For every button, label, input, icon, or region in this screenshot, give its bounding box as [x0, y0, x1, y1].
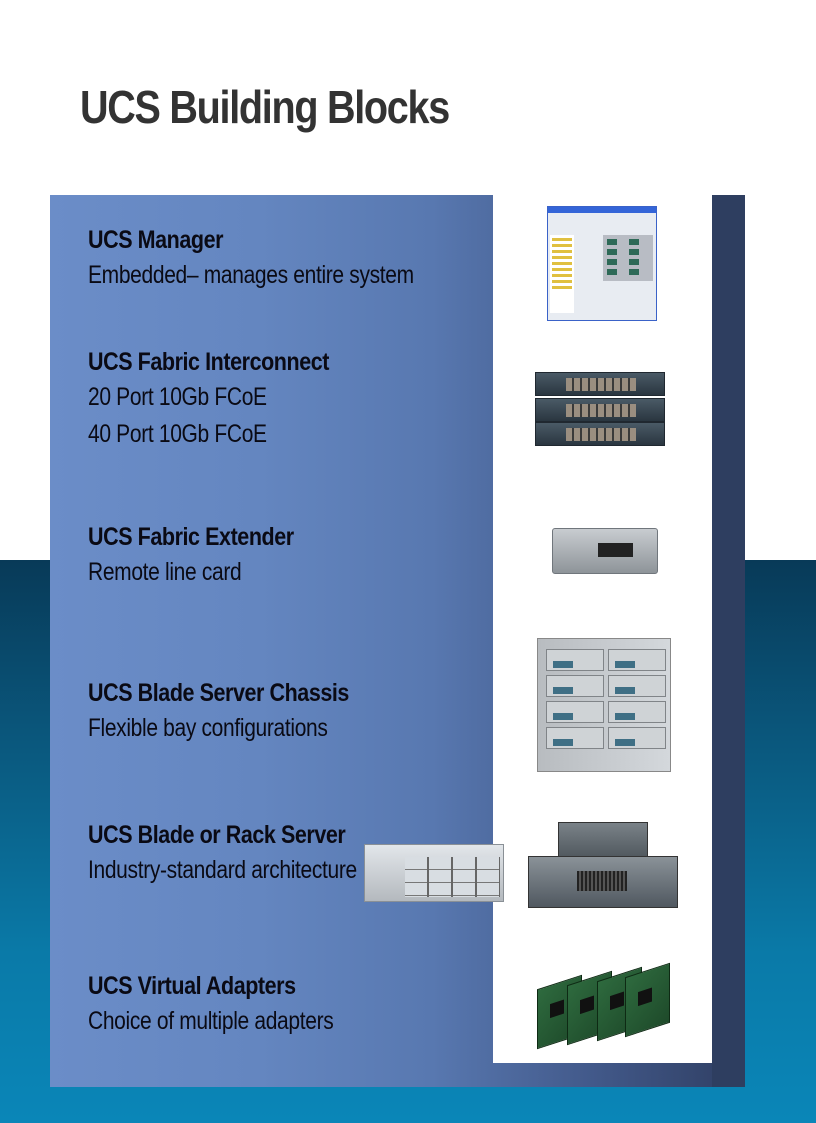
blade-server-chassis-image: [537, 638, 671, 772]
block-heading: UCS Fabric Interconnect: [88, 348, 330, 376]
panel-dark-strip: [712, 195, 745, 1087]
block-blade-server-chassis: UCS Blade Server Chassis Flexible bay co…: [88, 676, 391, 747]
block-heading: UCS Blade or Rack Server: [88, 821, 346, 849]
block-description: 20 Port 10Gb FCoE: [88, 383, 267, 411]
block-blade-or-rack-server: UCS Blade or Rack Server Industry-standa…: [88, 818, 408, 889]
block-heading: UCS Fabric Extender: [88, 523, 294, 551]
block-virtual-adapters: UCS Virtual Adapters Choice of multiple …: [88, 969, 380, 1040]
block-heading: UCS Blade Server Chassis: [88, 679, 349, 707]
block-heading: UCS Manager: [88, 226, 224, 254]
image-column: [493, 195, 712, 1063]
virtual-adapters-image: [537, 962, 672, 1050]
blade-servers-image: [528, 822, 678, 912]
rack-server-image: [364, 844, 504, 902]
block-heading: UCS Virtual Adapters: [88, 972, 296, 1000]
block-description: Industry-standard architecture: [88, 856, 357, 884]
block-description: Flexible bay configurations: [88, 714, 328, 742]
fabric-extender-image: [552, 528, 658, 574]
ucs-manager-screenshot-image: [547, 206, 657, 321]
block-description: Embedded– manages entire system: [88, 261, 414, 289]
block-description: Remote line card: [88, 558, 242, 586]
fabric-interconnect-image: [535, 370, 670, 450]
block-fabric-interconnect: UCS Fabric Interconnect 20 Port 10Gb FCo…: [88, 345, 368, 453]
block-ucs-manager: UCS Manager Embedded– manages entire sys…: [88, 223, 476, 294]
block-description: 40 Port 10Gb FCoE: [88, 420, 267, 448]
block-fabric-extender: UCS Fabric Extender Remote line card: [88, 520, 327, 591]
block-description: Choice of multiple adapters: [88, 1007, 334, 1035]
slide-title: UCS Building Blocks: [80, 81, 450, 133]
